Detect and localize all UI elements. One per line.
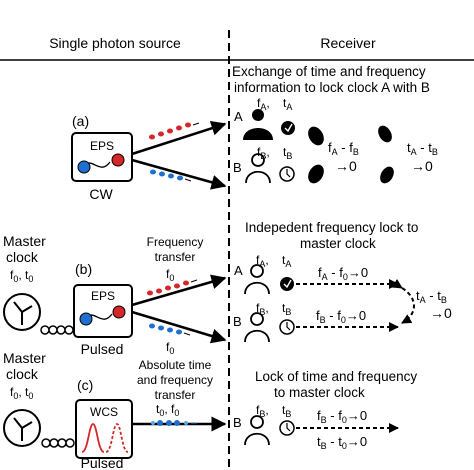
time-diff-a: tA - tB: [407, 140, 438, 157]
panel-c: Master clock f0, t0 (c) WCS Pulsed Absol…: [3, 350, 417, 470]
fa-label-b: fA,: [256, 253, 269, 269]
mode-pulsed-label-b: Pulsed: [81, 341, 124, 357]
red-photon-stream-b: [147, 279, 198, 296]
blue-photon-stream-b: [149, 323, 191, 336]
master-clock-values-b: f0, t0: [10, 268, 33, 284]
eps-source-box-a: EPS: [71, 132, 133, 182]
freq-transfer-line1: Frequency: [147, 235, 204, 249]
person-b-icon: [245, 153, 271, 184]
wcs-source-box: WCS: [75, 399, 133, 459]
blue-photon-stream-c: [151, 420, 197, 426]
abs-transfer-line2: and frequency: [137, 373, 213, 387]
master-clock-icon-b: [3, 293, 41, 331]
freq-transfer-line2: transfer: [155, 250, 196, 264]
panel-b-caption-line2: master clock: [300, 236, 376, 251]
time-compare-arrow: [391, 278, 415, 324]
eq-b-b: fB - f0→0: [316, 308, 366, 325]
tb-label-c: tB: [282, 403, 291, 419]
panel-c-caption-line1: Lock of time and frequency: [255, 369, 417, 384]
panel-a-caption-line2: information to lock clock A with B: [234, 80, 430, 95]
master-clock-icon-c: [3, 409, 41, 447]
node-b-label-b: B: [233, 314, 242, 329]
panel-b-label: (b): [75, 261, 92, 277]
photon-arrow-lower-b: [131, 310, 227, 344]
person-a-icon-b: [244, 264, 270, 295]
clock-a-icon: [281, 121, 295, 135]
pulse-curve-solid: [81, 423, 105, 453]
exchange-blob-left: [308, 126, 324, 184]
panel-b: Master clock f0, t0 (b) EPS Pulsed Frequ…: [3, 220, 452, 357]
mode-pulsed-label-c: Pulsed: [81, 455, 124, 470]
freq-arrow-zero-a: →0: [335, 158, 357, 174]
eps-label-b: EPS: [91, 289, 115, 303]
tb-label-b: tB: [282, 301, 291, 317]
right-column-title: Receiver: [320, 35, 376, 51]
fiber-coil-b: [40, 325, 74, 335]
panel-b-caption-line1: Indepedent frequency lock to: [245, 220, 418, 235]
panel-a: (a) EPS CW Exchange: [71, 64, 438, 202]
abs-transfer-line3: transfer: [155, 388, 196, 402]
fiber-coil-c: [41, 438, 75, 448]
person-a-icon: [243, 109, 273, 140]
time-arrow-zero-a: →0: [411, 158, 433, 174]
pulse-curve-dashed: [105, 423, 129, 453]
fa-label-a: fA,: [257, 96, 270, 112]
freq-diff-a: fA - fB: [328, 140, 359, 157]
mode-cw-label: CW: [89, 186, 113, 202]
eps-source-box-b: EPS: [73, 284, 133, 338]
eq-f-c: fB - f0→0: [317, 408, 367, 425]
red-photon-stream-a: [149, 122, 200, 140]
clock-a-icon-b: [280, 277, 294, 291]
f0-top-label: f0: [166, 267, 174, 283]
master-clock-title-c-1: Master: [3, 350, 46, 366]
fb-label-a: fB,: [257, 145, 270, 161]
exchange-blob-right: [378, 125, 394, 184]
node-b-label-a: B: [233, 160, 242, 175]
eq-a-b: fA - f0→0: [318, 265, 368, 282]
time-arrow-zero-b: →0: [430, 305, 452, 321]
left-column-title: Single photon source: [49, 35, 181, 51]
photon-arrow-upper-b: [131, 274, 227, 307]
clock-b-icon-c: [279, 420, 295, 436]
panel-a-label: (a): [72, 113, 89, 129]
panel-c-caption-line2: to master clock: [274, 385, 365, 400]
person-b-icon-c: [244, 415, 270, 446]
eq-t-c: tB - t0→0: [317, 434, 367, 451]
time-diff-b: tA - tB: [416, 288, 447, 305]
eps-label-a: EPS: [90, 139, 114, 153]
panel-a-caption-line1: Exchange of time and frequency: [232, 64, 426, 79]
node-a-label-a: A: [234, 109, 243, 124]
fb-label-c: fB,: [256, 403, 269, 419]
master-clock-title-b-1: Master: [3, 233, 46, 249]
abs-transfer-line1: Absolute time: [139, 358, 212, 372]
photon-arrow-lower-a: [131, 158, 227, 190]
ta-label-b: tA: [282, 253, 291, 269]
panel-c-label: (c): [77, 377, 93, 393]
node-a-label-b: A: [234, 263, 243, 278]
node-b-label-c: B: [233, 415, 242, 430]
f0-bottom-label: f0: [166, 340, 174, 356]
ta-label-a: tA: [283, 96, 292, 112]
fb-label-b: fB,: [256, 301, 269, 317]
master-clock-title-b-2: clock: [6, 249, 39, 265]
blue-photon-dot: [77, 160, 91, 174]
wcs-label: WCS: [90, 405, 118, 419]
photon-arrow-upper-a: [131, 121, 227, 156]
clock-b-icon: [279, 166, 295, 182]
person-b-icon-b: [244, 312, 270, 343]
clock-b-icon-b: [279, 319, 295, 335]
t0-f0-label: t0, f0: [156, 402, 179, 418]
tb-label-a: tB: [283, 145, 292, 161]
master-clock-title-c-2: clock: [6, 366, 39, 382]
blue-photon-stream-a: [150, 169, 192, 182]
red-photon-dot: [111, 153, 125, 167]
header: Single photon source Receiver: [0, 30, 474, 470]
master-clock-values-c: f0, t0: [10, 385, 33, 401]
